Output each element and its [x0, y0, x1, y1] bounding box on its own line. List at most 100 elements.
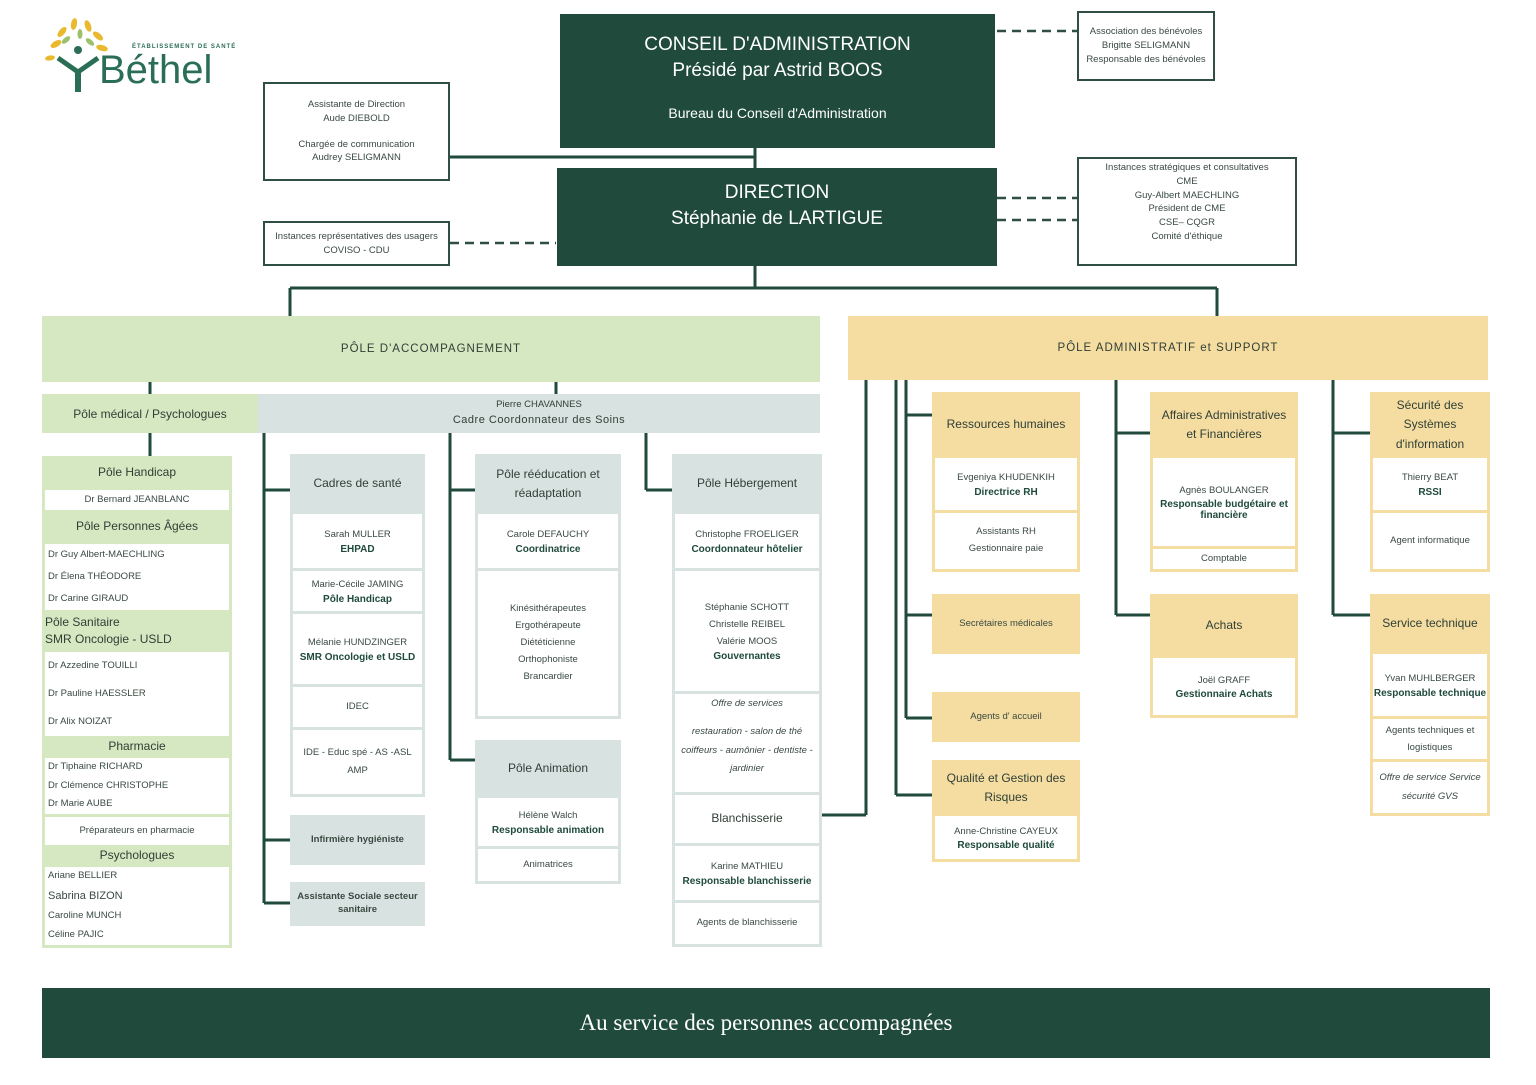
pole-accompagnement-title: PÔLE D'ACCOMPAGNEMENT — [340, 343, 522, 355]
animation-column: Pôle Animation Hélène Walch Responsable … — [475, 740, 621, 884]
qualite-column: Qualité et Gestion des Risques Anne-Chri… — [932, 760, 1080, 862]
doctor-item: Dr Carine GIRAUD — [48, 592, 129, 604]
animation-role: Responsable animation — [491, 824, 605, 836]
psy-item: Caroline MUNCH — [48, 910, 122, 922]
offre-services: Offre de services restauration - salon d… — [675, 694, 819, 792]
cadre-coordonnateur-role: Cadre Coordonnateur des Soins — [452, 414, 626, 427]
blanchisserie-resp: Karine MATHIEU Responsable blanchisserie — [675, 846, 819, 900]
affaires-role: Responsable budgétaire et financière — [1160, 499, 1288, 522]
instances-line: Comité d'éthique — [1151, 230, 1223, 242]
pole-medical-title: Pôle médical / Psychologues — [73, 406, 227, 421]
comptable-item: Comptable — [1153, 549, 1295, 569]
doctor-group: Dr Guy Albert-MAECHLING Dr Élena THÉODOR… — [45, 544, 229, 610]
technique-role: Responsable technique — [1373, 687, 1487, 699]
section-smr-title: SMR Oncologie - USLD — [45, 632, 172, 646]
conseil-administration-box: CONSEIL D'ADMINISTRATION Présidé par Ast… — [560, 14, 995, 148]
benevoles-box: Association des bénévoles Brigitte SELIG… — [1077, 11, 1215, 81]
affaires-name: Agnès BOULANGER — [1179, 484, 1269, 496]
animation-title: Pôle Animation — [478, 743, 618, 795]
assistante-sociale: Assistante Sociale secteur sanitaire — [297, 891, 418, 915]
accueil-box: Agents d' accueil — [932, 692, 1080, 742]
pole-medical-header: Pôle médical / Psychologues — [42, 394, 258, 433]
pole-accompagnement-header: PÔLE D'ACCOMPAGNEMENT — [42, 316, 820, 382]
section-pole-handicap: Pôle Handicap — [45, 459, 229, 487]
cadre-handicap: Marie-Cécile JAMING Pôle Handicap — [293, 571, 422, 611]
securite-resp: Thierry BEAT RSSI — [1373, 458, 1487, 510]
instances-usagers-title: Instances représentatives des usagers — [275, 230, 438, 242]
cadre-name: Sarah MULLER — [324, 529, 391, 541]
secretaires-medicales: Secrétaires médicales — [959, 617, 1053, 629]
securite-title: Sécurité des Systèmes d'information — [1373, 395, 1487, 455]
technique-name: Yvan MUHLBERGER — [1384, 673, 1476, 685]
rh-title: Ressources humaines — [935, 395, 1077, 455]
direction-name: Stéphanie de LARTIGUE — [671, 208, 883, 230]
rh-staff: Assistants RH Gestionnaire paie — [935, 513, 1077, 569]
psy-item: Sabrina BIZON — [48, 890, 123, 903]
staff-item: Ergothérapeute — [515, 620, 581, 632]
qualite-role: Responsable qualité — [957, 840, 1055, 852]
gouvernante-name: Valérie MOOS — [716, 635, 778, 647]
assistante-sociale-box: Assistante Sociale secteur sanitaire — [290, 882, 425, 926]
blanchisserie-staff: Agents de blanchisserie — [675, 903, 819, 944]
cadre-role: Pôle Handicap — [323, 593, 392, 605]
pole-admin-title: PÔLE ADMINISTRATIF et SUPPORT — [1057, 342, 1279, 354]
cadre-name: Marie-Cécile JAMING — [311, 579, 404, 591]
logo-name: Béthel — [99, 48, 213, 92]
achats-title: Achats — [1153, 597, 1295, 655]
hebergement-role: Coordonnateur hôtelier — [691, 543, 803, 555]
psy-item: Ariane BELLIER — [48, 870, 118, 882]
psy-item: Céline PAJIC — [48, 929, 104, 941]
instances-usagers-box: Instances représentatives des usagers CO… — [263, 221, 450, 266]
rh-staff-item: Gestionnaire paie — [968, 543, 1044, 554]
reeducation-staff: Kinésithérapeutes Ergothérapeute Diététi… — [478, 571, 618, 716]
instances-line: CSE– CQGR — [1159, 217, 1215, 229]
conseil-president: Présidé par Astrid BOOS — [672, 59, 883, 81]
achats-role: Gestionnaire Achats — [1175, 689, 1273, 701]
agents-accueil: Agents d' accueil — [970, 710, 1042, 722]
qualite-name: Anne-Christine CAYEUX — [954, 825, 1058, 837]
instances-strategiques-box: Instances stratégiques et consultatives … — [1077, 157, 1297, 266]
achats-resp: Joël GRAFF Gestionnaire Achats — [1153, 658, 1295, 715]
cadres-sante-title: Cadres de santé — [293, 457, 422, 511]
doctor-item: Dr Pauline HAESSLER — [48, 687, 146, 699]
rh-name: Evgeniya KHUDENKIH — [957, 472, 1055, 484]
reeducation-column: Pôle rééducation et réadaptation Carole … — [475, 454, 621, 719]
technique-resp: Yvan MUHLBERGER Responsable technique — [1373, 654, 1487, 716]
staff-item: Brancardier — [523, 670, 573, 682]
footer-banner: Au service des personnes accompagnées — [42, 988, 1490, 1058]
doctor-group: Dr Azzedine TOUILLI Dr Pauline HAESSLER … — [45, 652, 229, 736]
infirmiere-hygieniste-box: Infirmière hygiéniste — [290, 815, 425, 865]
assistante-name: Aude DIEBOLD — [323, 112, 390, 124]
doctor-item: Dr Marie AUBE — [48, 798, 113, 810]
doctor-group: Dr Tiphaine RICHARD Dr Clémence CHRISTOP… — [45, 758, 229, 814]
agents-techniques: Agents techniques et logistiques — [1373, 719, 1487, 759]
tree-logo-icon — [45, 18, 108, 92]
communication-name: Audrey SELIGMANN — [312, 152, 401, 164]
blanchisserie-name: Karine MATHIEU — [710, 861, 784, 873]
affaires-resp: Agnès BOULANGER Responsable budgétaire e… — [1153, 458, 1295, 546]
section-pole-sanitaire: Pôle Sanitaire SMR Oncologie - USLD — [45, 613, 229, 649]
doctor-item: Dr Alix NOIZAT — [48, 715, 113, 727]
achats-column: Achats Joël GRAFF Gestionnaire Achats — [1150, 594, 1298, 718]
qualite-resp: Anne-Christine CAYEUX Responsable qualit… — [935, 816, 1077, 859]
cadre-smr: Mélanie HUNDZINGER SMR Oncologie et USLD — [293, 614, 422, 684]
medical-list: Pôle Handicap Dr Bernard JEANBLANC Pôle … — [42, 456, 232, 948]
doctor-item: Dr Guy Albert-MAECHLING — [48, 548, 165, 560]
rh-role: Directrice RH — [974, 486, 1038, 498]
hebergement-column: Pôle Hébergement Christophe FROELIGER Co… — [672, 454, 822, 947]
qualite-title: Qualité et Gestion des Risques — [935, 763, 1077, 813]
gouvernante-name: Stéphanie SCHOTT — [704, 602, 790, 614]
reeducation-coord: Carole DEFAUCHY Coordinatrice — [478, 514, 618, 568]
cadre-coordonnateur-header: Pierre CHAVANNES Cadre Coordonnateur des… — [258, 394, 820, 433]
instances-line: Instances stratégiques et consultatives — [1105, 162, 1269, 173]
doctor-item: Dr Élena THÉODORE — [48, 570, 142, 582]
staff-item: Orthophoniste — [518, 653, 578, 665]
cadre-coordonnateur-name: Pierre CHAVANNES — [496, 399, 582, 411]
direction-title: DIRECTION — [724, 182, 830, 203]
blanchisserie-title: Blanchisserie — [675, 795, 819, 843]
communication-role: Chargée de communication — [298, 138, 415, 150]
section-pharmacie: Pharmacie — [45, 739, 229, 755]
cadres-sante-column: Cadres de santé Sarah MULLER EHPAD Marie… — [290, 454, 425, 797]
cadre-role: SMR Oncologie et USLD — [299, 651, 416, 663]
